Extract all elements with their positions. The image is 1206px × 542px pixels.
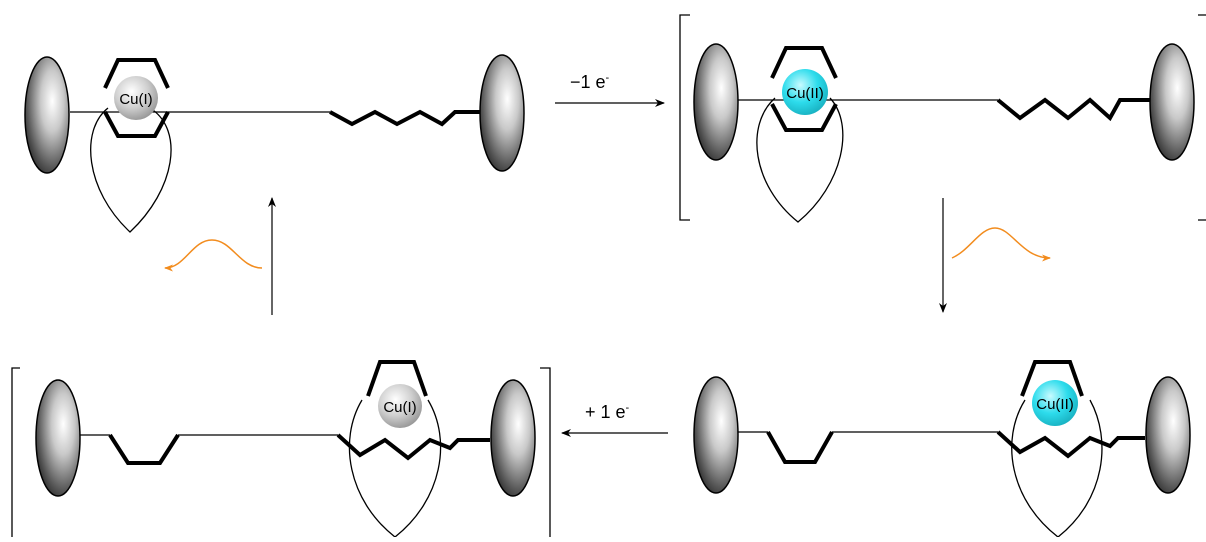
cu1-sphere	[114, 76, 158, 120]
left-bracket	[11, 367, 20, 537]
left-stopper	[693, 376, 739, 494]
translocation-down	[939, 198, 1051, 313]
left-stopper	[35, 379, 81, 497]
left-stopper	[693, 43, 739, 161]
wavy-arrow-right	[951, 227, 1051, 262]
panel-bottom-left: Cu(I)	[11, 360, 551, 538]
panel-top-right: Cu(II)	[679, 14, 1206, 223]
oxidation-step: −1 e-	[555, 72, 665, 107]
reduction-step: + 1 e-	[561, 402, 668, 437]
cu2-sphere	[1032, 380, 1078, 426]
metal-label: Cu(II)	[786, 85, 824, 102]
metal-label: Cu(I)	[119, 91, 152, 108]
right-stopper	[479, 54, 525, 172]
panel-top-left: Cu(I)	[24, 54, 525, 233]
right-bracket	[540, 367, 551, 537]
phen-station	[766, 431, 834, 464]
panel-bottom-right: Cu(II)	[693, 360, 1191, 538]
right-bracket-marks	[1198, 14, 1206, 221]
cu1-sphere	[378, 384, 422, 428]
phen-ring	[770, 46, 838, 132]
cu2-sphere	[782, 69, 828, 115]
terpy-station	[996, 430, 1145, 459]
terpy-station	[336, 433, 490, 461]
left-bracket	[679, 14, 690, 221]
metal-label: Cu(II)	[1036, 396, 1074, 413]
oxidation-label: −1 e-	[570, 72, 610, 92]
terpy-ring	[366, 360, 428, 397]
translocation-up	[164, 197, 276, 315]
terpy-station	[329, 109, 480, 127]
right-stopper	[1145, 376, 1191, 494]
wavy-arrow-left	[164, 239, 263, 272]
reduction-label: + 1 e-	[585, 402, 630, 422]
right-stopper	[1149, 43, 1195, 161]
phen-station	[108, 433, 180, 465]
right-stopper	[490, 379, 536, 497]
metal-label: Cu(I)	[383, 399, 416, 416]
macrocycle-loop	[90, 107, 172, 233]
left-stopper	[24, 56, 70, 174]
terpy-station	[996, 97, 1150, 122]
terpy-ring	[1020, 360, 1084, 397]
phen-ring	[103, 58, 170, 138]
macrocycle-loop	[756, 97, 844, 223]
